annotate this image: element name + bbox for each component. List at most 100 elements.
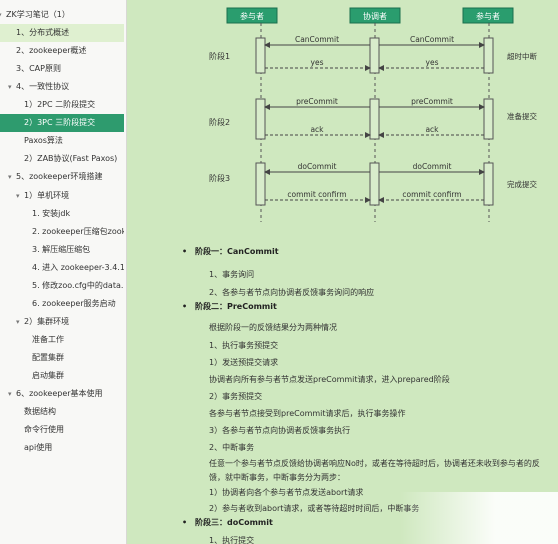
section-heading: 阶段三：doCommit bbox=[182, 517, 273, 529]
sidebar-item[interactable]: 1. 安装jdk bbox=[0, 205, 124, 223]
sidebar-item[interactable]: 2）ZAB协议(Fast Paxos) bbox=[0, 150, 124, 168]
sidebar-item[interactable]: 配置集群 bbox=[0, 349, 124, 367]
sidebar-item[interactable]: 5. 修改zoo.cfg中的data... bbox=[0, 277, 124, 295]
svg-text:协调者: 协调者 bbox=[363, 11, 387, 21]
sidebar-item-label: 6、zookeeper基本使用 bbox=[16, 389, 103, 399]
paragraph: 根据阶段一的反馈结果分为两种情况 bbox=[209, 323, 337, 332]
paragraph: 协调者向所有参与者节点发送preCommit请求，进入prepared阶段 bbox=[209, 375, 450, 384]
section-heading: 阶段一：CanCommit bbox=[182, 246, 279, 258]
sidebar-item-label: 2）3PC 三阶段提交 bbox=[24, 118, 96, 128]
sidebar-item-label: 4、一致性协议 bbox=[16, 82, 70, 92]
sidebar-item[interactable]: ▾ 6、zookeeper基本使用 bbox=[0, 385, 124, 403]
actor-participant-right: 参与者 bbox=[462, 7, 514, 24]
sidebar-item-label: 1）2PC 二阶段提交 bbox=[24, 100, 96, 110]
sidebar-item[interactable]: 6. zookeeper服务启动 bbox=[0, 295, 124, 313]
paragraph: 1、事务询问 bbox=[209, 270, 255, 279]
sidebar-item-label: api使用 bbox=[24, 443, 53, 453]
paragraph: 任意一个参与者节点反馈给协调者响应No时，或者在等待超时后，协调者还未收到参与者… bbox=[209, 459, 540, 468]
svg-text:参与者: 参与者 bbox=[476, 11, 500, 21]
sidebar-item-label: 准备工作 bbox=[32, 334, 64, 344]
3pc-sequence-diagram: 参与者 协调者 参与者 阶段1 阶段2 阶段3 CanCommit C bbox=[209, 7, 537, 222]
sidebar-item[interactable]: 数据结构 bbox=[0, 403, 124, 421]
sidebar-item[interactable]: 命令行使用 bbox=[0, 421, 124, 439]
sidebar-item-label: 2）ZAB协议(Fast Paxos) bbox=[24, 154, 118, 164]
sidebar-item[interactable]: ▾ 4、一致性协议 bbox=[0, 78, 124, 96]
paragraph: 1、执行提交 bbox=[209, 536, 255, 544]
chevron-down-icon[interactable]: ▾ bbox=[0, 6, 2, 24]
sidebar-item[interactable]: 3. 解压缩压缩包 bbox=[0, 241, 124, 259]
msg-commit-confirm-right: commit confirm bbox=[402, 190, 461, 199]
msg-ack-left: ack bbox=[310, 125, 324, 134]
chevron-down-icon[interactable]: ▾ bbox=[8, 390, 12, 399]
paragraph: 1）发送预提交请求 bbox=[209, 358, 279, 367]
paragraph: 2）参与者收到abort请求，或者等待超时时间后，中断事务 bbox=[209, 504, 420, 513]
sidebar-item[interactable]: 准备工作 bbox=[0, 331, 124, 349]
paragraph: 1）协调者向各个参与者节点发送abort请求 bbox=[209, 488, 364, 497]
msg-cancommit-right: CanCommit bbox=[410, 35, 454, 44]
sidebar-item[interactable]: ▾ 2）集群环境 bbox=[0, 313, 124, 331]
msg-yes-left: yes bbox=[311, 58, 324, 67]
sidebar-item[interactable]: ▾ 1）单机环境 bbox=[0, 187, 124, 205]
paragraph: 2、各参与者节点向协调者反馈事务询问的响应 bbox=[209, 288, 375, 297]
main-content: 参与者 协调者 参与者 阶段1 阶段2 阶段3 CanCommit C bbox=[127, 0, 558, 544]
paragraph: 2）事务预提交 bbox=[209, 392, 263, 401]
note-commit-done: 完成提交 bbox=[507, 179, 537, 189]
sidebar-item-label: 配置集群 bbox=[32, 352, 64, 362]
sidebar-item[interactable]: 4. 进入 zookeeper-3.4.1... bbox=[0, 259, 124, 277]
sidebar-item[interactable]: 2）3PC 三阶段提交 bbox=[0, 114, 124, 133]
phase-1-label: 阶段1 bbox=[209, 51, 230, 61]
paragraph: 2、中断事务 bbox=[209, 443, 255, 452]
sidebar-item-label: 2. zookeeper压缩包zooke... bbox=[32, 226, 124, 236]
sidebar-item-label: 数据结构 bbox=[24, 407, 56, 417]
sidebar-item-label: 5、zookeeper环境搭建 bbox=[16, 172, 103, 182]
sidebar-item-label: 5. 修改zoo.cfg中的data... bbox=[32, 280, 124, 290]
sidebar-item-label: 2、zookeeper概述 bbox=[16, 46, 87, 56]
sidebar-item-label: 2）集群环境 bbox=[24, 316, 70, 326]
chevron-down-icon[interactable]: ▾ bbox=[16, 317, 20, 326]
msg-docommit-right: doCommit bbox=[413, 162, 452, 171]
sidebar-item-label: 命令行使用 bbox=[24, 425, 64, 435]
phase-2-label: 阶段2 bbox=[209, 117, 230, 127]
corner-fade bbox=[400, 492, 558, 544]
note-timeout-abort: 超时中断 bbox=[507, 51, 537, 61]
sidebar-item[interactable]: 2、zookeeper概述 bbox=[0, 42, 124, 60]
sidebar-item[interactable]: Paxos算法 bbox=[0, 132, 124, 150]
sidebar-item-label: 1. 安装jdk bbox=[32, 208, 71, 218]
paragraph: 1、执行事务预提交 bbox=[209, 341, 279, 350]
sidebar-item[interactable]: ▾ ZK学习笔记（1） bbox=[0, 6, 124, 24]
sidebar-item-label: 3. 解压缩压缩包 bbox=[32, 244, 91, 254]
msg-precommit-left: preCommit bbox=[296, 97, 338, 106]
sidebar-item-label: 6. zookeeper服务启动 bbox=[32, 298, 116, 308]
section-heading: 阶段二：PreCommit bbox=[182, 301, 277, 313]
msg-yes-right: yes bbox=[426, 58, 439, 67]
paragraph: 3）各参与者节点向协调者反馈事务执行 bbox=[209, 426, 351, 435]
sidebar-item[interactable]: ▾ 5、zookeeper环境搭建 bbox=[0, 168, 124, 186]
svg-text:参与者: 参与者 bbox=[240, 11, 264, 21]
sidebar-item-label: 4. 进入 zookeeper-3.4.1... bbox=[32, 262, 124, 272]
msg-ack-right: ack bbox=[425, 125, 439, 134]
sidebar-item[interactable]: api使用 bbox=[0, 439, 124, 457]
sidebar-item-label: ZK学习笔记（1） bbox=[6, 10, 70, 19]
msg-precommit-right: preCommit bbox=[411, 97, 453, 106]
paragraph: 各参与者节点接受到preCommit请求后，执行事务操作 bbox=[209, 409, 406, 418]
actor-participant-left: 参与者 bbox=[226, 7, 278, 24]
note-prepare-commit: 准备提交 bbox=[507, 111, 537, 121]
sidebar-item[interactable]: 2. zookeeper压缩包zooke... bbox=[0, 223, 124, 241]
chevron-down-icon[interactable]: ▾ bbox=[8, 173, 12, 182]
sidebar-item-label: 3、CAP原则 bbox=[16, 64, 61, 74]
sidebar-item-label: 启动集群 bbox=[32, 371, 64, 380]
paragraph: 馈，就中断事务，中断事务分为两步： bbox=[209, 473, 345, 482]
sidebar: ▾ ZK学习笔记（1） 1、分布式概述 2、zookeeper概述 3、CAP原则 ▾ 4、… bbox=[0, 0, 127, 544]
msg-commit-confirm-left: commit confirm bbox=[287, 190, 346, 199]
chevron-down-icon[interactable]: ▾ bbox=[8, 83, 12, 92]
sidebar-item[interactable]: 启动集群 bbox=[0, 367, 124, 385]
sidebar-item[interactable]: 1、分布式概述 bbox=[0, 24, 124, 43]
msg-docommit-left: doCommit bbox=[298, 162, 337, 171]
sidebar-item-label: 1、分布式概述 bbox=[16, 28, 70, 38]
msg-cancommit-left: CanCommit bbox=[295, 35, 339, 44]
sidebar-item[interactable]: 1）2PC 二阶段提交 bbox=[0, 96, 124, 114]
sidebar-item[interactable]: 3、CAP原则 bbox=[0, 60, 124, 78]
actor-coordinator: 协调者 bbox=[349, 7, 401, 24]
chevron-down-icon[interactable]: ▾ bbox=[16, 191, 20, 200]
sidebar-item-label: 1）单机环境 bbox=[24, 190, 70, 200]
